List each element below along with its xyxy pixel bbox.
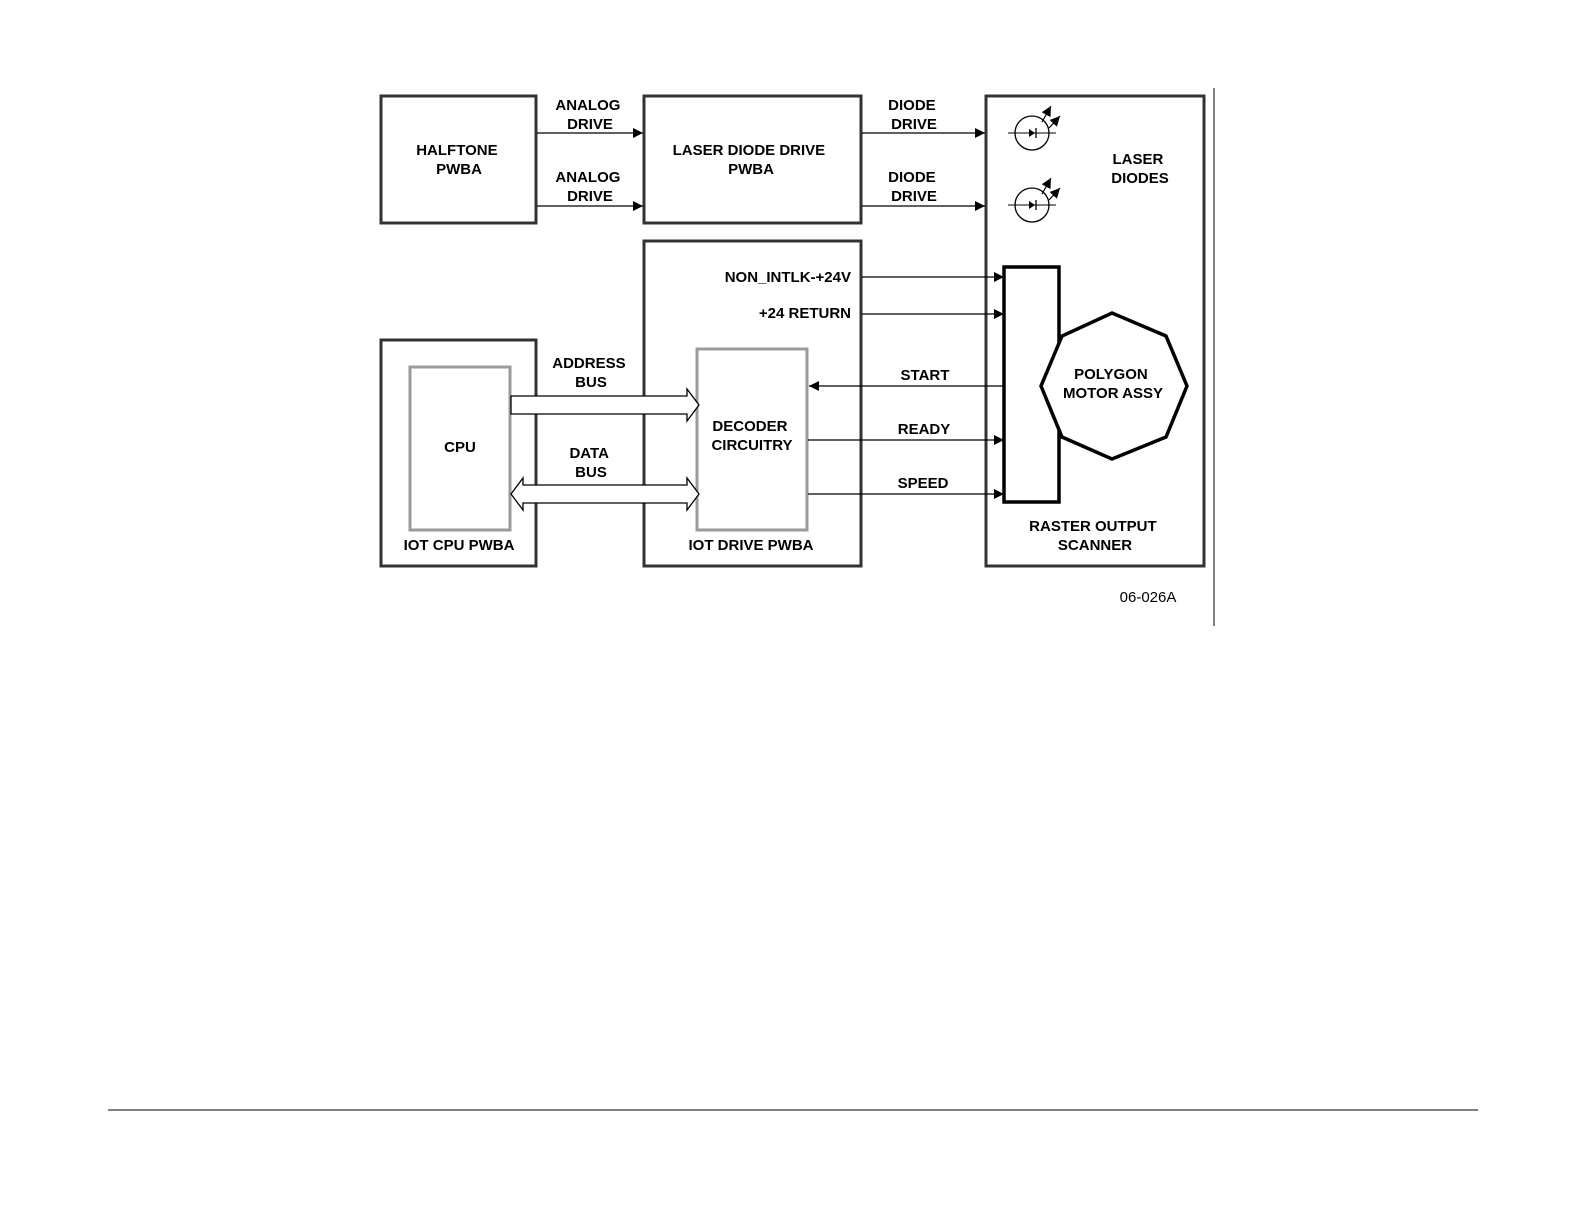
- ready-label: READY: [898, 421, 951, 438]
- speed-label: SPEED: [898, 475, 949, 492]
- return-24-label: +24 RETURN: [759, 305, 851, 322]
- halftone-pwba-block: [381, 96, 536, 223]
- diode-drive-1-label: DIODE DRIVE: [888, 97, 940, 133]
- iot-drive-pwba-label: IOT DRIVE PWBA: [688, 537, 813, 554]
- figure-id: 06-026A: [1120, 589, 1177, 606]
- data-bus-label: DATA BUS: [569, 445, 612, 481]
- cpu-label: CPU: [444, 439, 476, 456]
- laser-diode-drive-pwba-block: [644, 96, 861, 223]
- non-intlk-label: NON_INTLK-+24V: [725, 269, 851, 286]
- analog-drive-2-label: ANALOG DRIVE: [555, 169, 624, 205]
- start-label: START: [901, 367, 950, 384]
- diode-drive-2-label: DIODE DRIVE: [888, 169, 940, 205]
- iot-cpu-pwba-label: IOT CPU PWBA: [404, 537, 515, 554]
- analog-drive-1-label: ANALOG DRIVE: [555, 97, 624, 133]
- address-bus-label: ADDRESS BUS: [552, 355, 630, 391]
